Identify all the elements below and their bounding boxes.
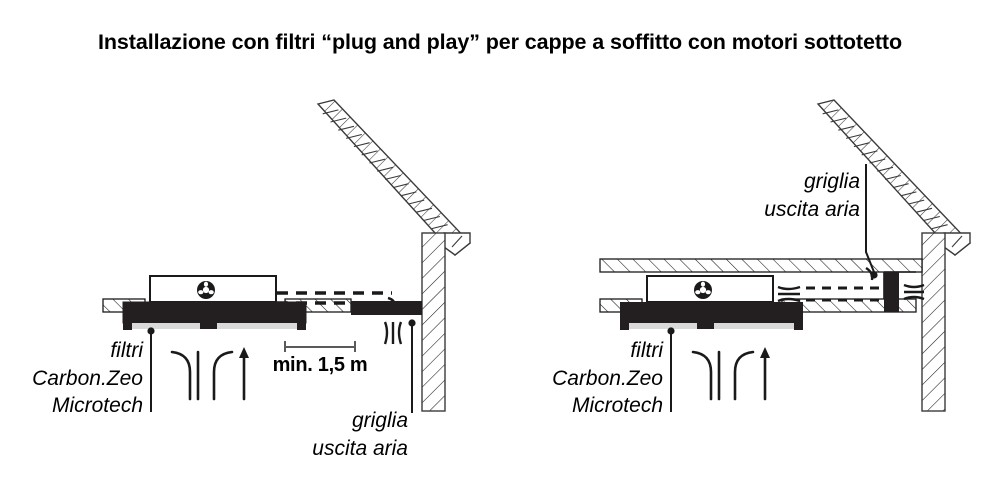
grille-label-line1: griglia <box>804 170 860 193</box>
grille-label-line1: griglia <box>352 409 408 432</box>
grille-fins-icon-motor-right <box>777 285 801 303</box>
airflow-arrow-icon-left <box>170 347 249 401</box>
grille-label-line2: uscita aria <box>764 198 860 221</box>
grille-label-right: griglia uscita aria <box>764 164 878 279</box>
motor-box-right <box>646 275 774 303</box>
grille-block-right <box>884 272 899 312</box>
filters-label-right: filtri Carbon.Zeo Microtech <box>552 327 675 417</box>
filters-label-line1: filtri <box>110 339 144 362</box>
filters-label-line2: Carbon.Zeo <box>32 367 143 390</box>
grille-label-line2: uscita aria <box>312 437 408 460</box>
grille-block-left <box>351 301 422 315</box>
upper-slab-right <box>599 258 923 273</box>
duct-elbow-right <box>865 266 874 281</box>
filters-label-line3: Microtech <box>572 394 663 417</box>
grille-label-left: griglia uscita aria <box>312 319 416 460</box>
filters-label-line2: Carbon.Zeo <box>552 367 663 390</box>
wall-right <box>921 232 946 412</box>
motor-box-left <box>149 275 277 303</box>
diagram-right: filtri Carbon.Zeo Microtech griglia usci… <box>552 99 972 417</box>
roof-left <box>316 99 472 256</box>
airflow-arrow-icon-right <box>691 347 770 401</box>
fan-icon <box>694 281 712 299</box>
wall-left <box>421 232 446 412</box>
dimension-min-left: min. 1,5 m <box>273 341 368 376</box>
grille-fins-icon-right <box>903 283 925 301</box>
filters-label-line3: Microtech <box>52 394 143 417</box>
grille-fins-icon-left <box>383 321 403 345</box>
page-title: Installazione con filtri “plug and play”… <box>98 30 902 54</box>
diagram-left: min. 1,5 m filtri Carbon.Zeo Microtech g… <box>32 99 472 460</box>
hood-body-right <box>620 302 803 330</box>
filters-label-line1: filtri <box>630 339 664 362</box>
fan-icon <box>197 281 215 299</box>
dimension-label: min. 1,5 m <box>273 354 368 376</box>
dashed-duct-icon <box>277 291 392 305</box>
hood-body-left <box>122 301 307 330</box>
dashed-duct-icon-right <box>806 286 884 302</box>
filters-label-left: filtri Carbon.Zeo Microtech <box>32 327 155 417</box>
roof-right <box>816 99 972 256</box>
